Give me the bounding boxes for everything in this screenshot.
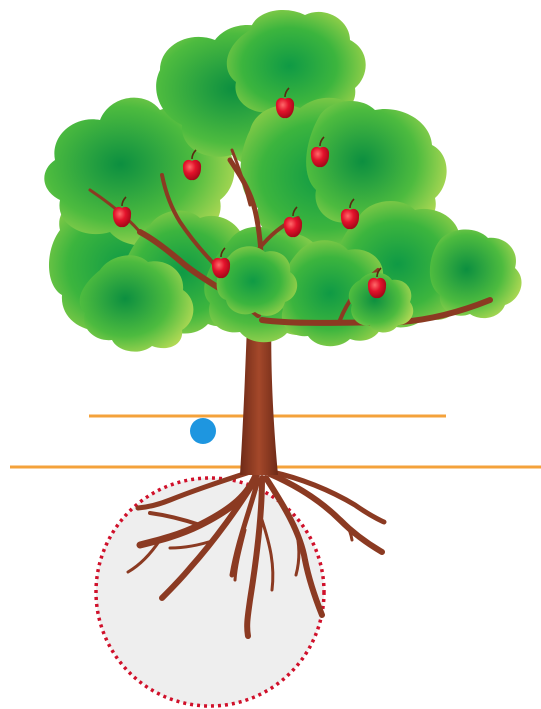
marker-dot-icon (190, 418, 216, 444)
